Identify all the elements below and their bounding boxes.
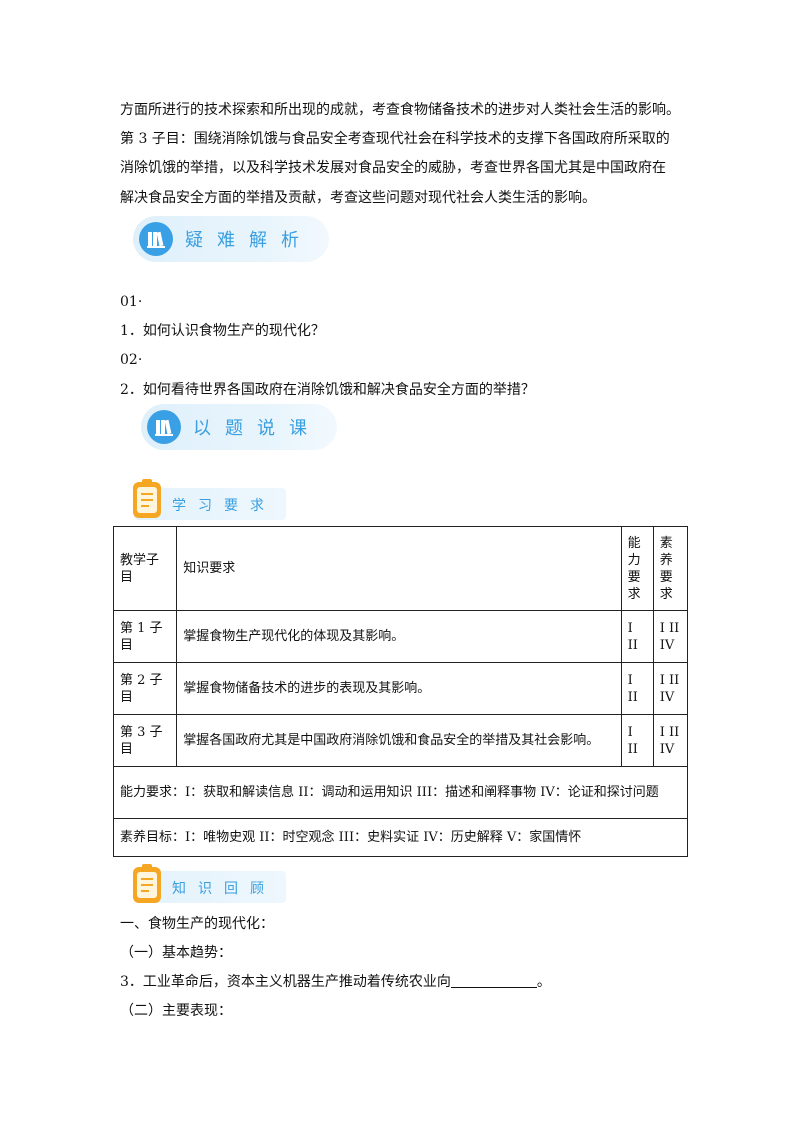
header-literacy: 素养要求 [652, 526, 689, 611]
row-knowledge: 掌握食物储备技术的进步的表现及其影响。 [176, 662, 622, 715]
header-subitem: 教学子目 [112, 526, 178, 611]
clipboard-icon [131, 863, 165, 909]
table-note-row: 素养目标：I：唯物史观 II：时空观念 III：史料实证 IV：历史解释 V：家… [113, 818, 688, 857]
ability-note: 能力要求：I：获取和解读信息 II：调动和运用知识 III：描述和阐释事物 IV… [113, 766, 688, 819]
row-ability: I II [620, 662, 654, 715]
books-icon [147, 410, 181, 444]
banner-title: 学习要求 [172, 498, 276, 514]
banner-title: 以题说课 [193, 418, 321, 439]
question-2: 2．如何看待世界各国政府在消除饥饿和解决食品安全方面的举措？ [120, 382, 535, 398]
banner-difficulty-analysis: 疑难解析 [133, 216, 329, 262]
question-number-2: 02· [120, 352, 143, 368]
intro-line-3: 消除饥饿的举措，以及科学技术发展对食品安全的威胁，考查世界各国尤其是中国政府在 [120, 160, 666, 176]
row-knowledge: 掌握各国政府尤其是中国政府消除饥饿和食品安全的举措及其社会影响。 [176, 714, 622, 767]
header-knowledge: 知识要求 [176, 526, 622, 611]
books-icon [139, 222, 173, 256]
review-heading-1: 一、食物生产的现代化： [120, 916, 274, 932]
literacy-note: 素养目标：I：唯物史观 II：时空观念 III：史料实证 IV：历史解释 V：家… [113, 818, 688, 857]
table-row: 第 1 子目 掌握食物生产现代化的体现及其影响。 I II I II IV [112, 610, 689, 663]
row-subitem: 第 2 子目 [112, 662, 178, 715]
row-subitem: 第 1 子目 [112, 610, 178, 663]
row-knowledge: 掌握食物生产现代化的体现及其影响。 [176, 610, 622, 663]
review-item-3: 3．工业革命后，资本主义机器生产推动着传统农业向 。 [120, 972, 551, 992]
clipboard-icon [131, 478, 165, 524]
intro-line-1: 方面所进行的技术探索和所出现的成就，考查食物储备技术的进步对人类社会生活的影响。 [120, 102, 680, 118]
row-literacy: I II IV [652, 714, 689, 767]
review-item-3-text: 3．工业革命后，资本主义机器生产推动着传统农业向 [120, 974, 451, 990]
table-header-row: 教学子目 知识要求 能力要求 素养要求 [112, 526, 689, 611]
banner-title: 疑难解析 [185, 230, 313, 251]
review-item-3-end: 。 [536, 974, 551, 990]
review-heading-3: （二）主要表现： [120, 1003, 232, 1019]
table-row: 第 3 子目 掌握各国政府尤其是中国政府消除饥饿和食品安全的举措及其社会影响。 … [112, 714, 689, 767]
row-ability: I II [620, 610, 654, 663]
table-note-row: 能力要求：I：获取和解读信息 II：调动和运用知识 III：描述和阐释事物 IV… [113, 766, 688, 819]
row-ability: I II [620, 714, 654, 767]
fill-in-blank[interactable] [450, 973, 537, 988]
header-ability: 能力要求 [620, 526, 654, 611]
question-1: 1．如何认识食物生产的现代化？ [120, 323, 325, 339]
row-literacy: I II IV [652, 610, 689, 663]
table-row: 第 2 子目 掌握食物储备技术的进步的表现及其影响。 I II I II IV [112, 662, 689, 715]
requirements-table: 教学子目 知识要求 能力要求 素养要求 第 1 子目 掌握食物生产现代化的体现及… [112, 526, 689, 857]
row-literacy: I II IV [652, 662, 689, 715]
question-number-1: 01· [120, 294, 143, 310]
banner-lesson: 以题说课 [141, 404, 337, 450]
intro-line-4: 解决食品安全方面的举措及贡献，考查这些问题对现代社会人类生活的影响。 [120, 190, 596, 206]
review-heading-2: （一）基本趋势： [120, 945, 232, 961]
row-subitem: 第 3 子目 [112, 714, 178, 767]
intro-line-2: 第 3 子目：围绕消除饥饿与食品安全考查现代社会在科学技术的支撑下各国政府所采取… [120, 131, 670, 147]
banner-title: 知识回顾 [172, 881, 276, 897]
